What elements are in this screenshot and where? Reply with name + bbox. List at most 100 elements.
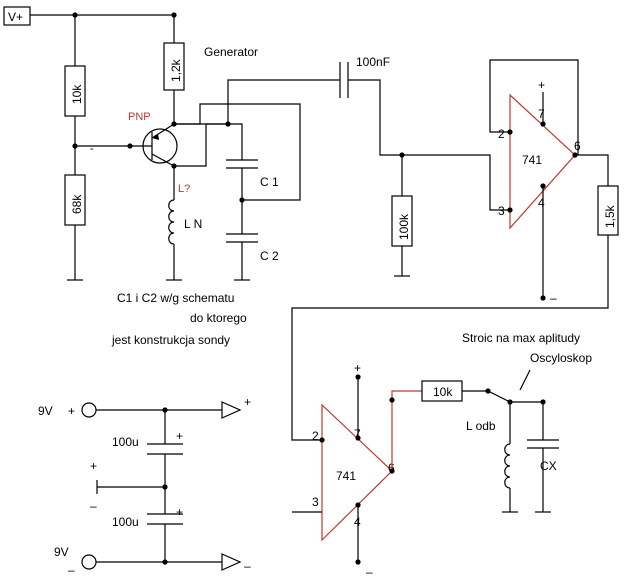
inductor-ln [168,199,175,245]
capacitor-100u-2-label: 100u [112,515,139,529]
oscilloscope-label: Oscyloskop [530,351,592,365]
capacitor-100u-1-label: 100u [112,435,139,449]
tune-note: Stroic na max aplitudy [462,331,580,345]
inv-input-wire [489,59,579,155]
junction-dot [540,399,546,405]
resistor-1k2 [163,42,185,91]
junction-dot [72,12,78,18]
junction-dot [127,143,133,149]
pnp-transistor-base [146,123,175,167]
output-wire-b [391,390,422,471]
capacitor-c2 [226,233,258,243]
junction-dot [540,295,546,301]
resistor-10k-out-label: 10k [433,385,453,399]
junction-dot [355,502,361,508]
resistor-1k5 [597,185,619,236]
pnp-emitter-arrow [152,134,159,140]
junction-dot [225,121,231,127]
capacitor-cx [527,439,559,449]
plus-supply-b: + [354,361,361,375]
capacitor-c1 [226,159,258,169]
supply-positive-label: 9V [38,404,53,418]
generator-section: V+ 10k 68k - 1,2k Generator PNP [3,6,336,347]
pin-7-a: 7 [538,107,545,121]
pin-2-b: 2 [312,429,319,443]
vplus-label: V+ [8,10,23,24]
power-supply-section: 9V + + 100u + 100u + + – 9V – – [38,395,251,577]
mid-plus-sign: + [90,459,97,473]
emitter-wire [174,123,243,167]
capacitor-100nf [339,62,349,98]
junction-dot [485,388,491,394]
out-negative-sign: – [244,559,251,573]
junction-dot [355,374,361,380]
minus-supply-b: – [366,565,373,579]
resistor-10k-label: 10k [70,84,84,104]
pnp-label: PNP [128,111,151,123]
feedback-wire-inner [174,103,301,201]
minus-supply-a: – [550,291,557,305]
resistor-68k [64,174,86,226]
capacitor-100nf-label: 100nF [356,55,390,69]
resistor-100k-label: 100k [397,213,411,240]
note-line-3: jest konstrukcja sondy [111,333,230,347]
pin-3-b: 3 [312,495,319,509]
note-line-1: C1 i C2 w/g schematu [117,291,234,305]
junction-dot [507,207,513,213]
junction-dot [507,129,513,135]
resistor-1k2-label: 1,2k [169,58,183,82]
junction-dot [540,183,546,189]
supply-positive-sign: + [68,404,75,418]
resistor-68k-label: 68k [70,194,84,214]
inductor-ref-label: L? [178,183,190,195]
inductor-lodb [504,443,511,489]
junction-dot [162,559,168,565]
resistor-1k5-label: 1,5k [603,204,617,228]
minus-mark: - [90,143,94,155]
junction-dot [355,435,361,441]
junction-dot [171,12,177,18]
opamp-741-b-label: 741 [336,469,356,483]
plus-supply-a: + [538,78,545,92]
ground-stubs [67,275,410,281]
inductor-lodb-label: L odb [466,419,496,433]
capacitor-100u-2-plus: + [176,505,183,519]
junction-dot [389,397,395,403]
resistor-10k [64,65,86,117]
pnp-transistor-symbol [142,128,178,164]
supply-positive-terminal [81,402,97,418]
pin-4-a: 4 [538,196,545,210]
resistor-100k [391,195,413,247]
coupling-wire-right [348,79,402,156]
mid-minus-sign: – [90,499,97,513]
capacitor-100u-2 [147,513,183,525]
output-wire-a [291,154,609,441]
supply-negative-label: 9V [54,545,69,559]
generator-title: Generator [204,45,258,59]
junction-dot [239,197,245,203]
oscilloscope-arrow [519,369,531,391]
note-line-2: do ktorego [190,311,247,325]
supply-negative-terminal [81,554,97,570]
capacitor-cx-label: CX [540,459,557,473]
capacitor-c1-label: C 1 [260,175,279,189]
supply-negative-sign: – [68,563,75,577]
buffer-section: 100nF 100k 741 2 3 7 4 6 + – 1,5k [291,55,619,441]
mid-terminal-wire [96,480,165,494]
out-positive-sign: + [244,395,251,409]
pin-3-a: 3 [498,204,505,218]
feedback-wire-upper [174,79,336,125]
capacitor-c2-label: C 2 [260,249,279,263]
junction-dot [540,121,546,127]
capacitor-100u-1 [147,443,183,455]
junction-dot [319,437,325,443]
opamp-741-a-label: 741 [522,153,542,167]
out-positive-arrow [221,401,242,419]
inductor-ln-label: L N [184,217,202,231]
out-negative-arrow [221,553,242,571]
pin-2-a: 2 [498,127,505,141]
capacitor-100u-1-plus: + [176,429,183,443]
noninv-input-wire [402,154,510,211]
vplus-terminal [3,6,31,26]
